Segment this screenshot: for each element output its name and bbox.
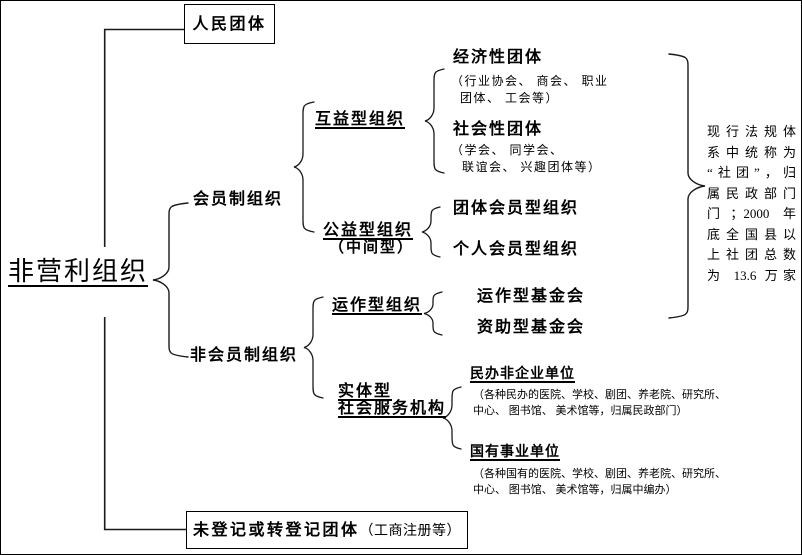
minban-units-note-1: （各种民办的医院、学校、剧团、养老院、研究所、: [473, 389, 726, 401]
shetuan-annotation: 现行法规体 系中统称为 “社团”，归 属民政部门 门；2000 年 底全国县以 …: [707, 122, 796, 286]
brace-operating: [423, 291, 443, 336]
brace-non-membership: [303, 296, 324, 399]
brace-root: [152, 202, 189, 358]
node-state-owned-units: 国有事业单位: [470, 445, 560, 460]
minban-units-note-2: 中心、 图书馆、 美术馆等，归属民政部门）: [473, 405, 688, 417]
annotation-line: 上社团总数: [707, 247, 796, 262]
unregistered-label: 未登记或转登记团体: [192, 521, 360, 539]
node-mutual-benefit: 互益型组织: [315, 111, 406, 128]
annotation-line: 为 13.6 万家: [707, 267, 796, 283]
annotation-line: 底全国县以: [707, 226, 796, 242]
node-box-people-groups: 人民团体: [184, 4, 275, 44]
economic-groups-note-1: （行业协会、 商会、 职业: [451, 74, 609, 88]
state-owned-units-note-2: 中心、 图书馆、 美术馆等，归属中编办）: [473, 484, 677, 496]
social-groups-note-1: （学会、 同学会、: [451, 143, 564, 157]
node-group-member-org: 团体会员型组织: [453, 200, 580, 217]
brace-membership: [293, 101, 315, 233]
people-groups-label: 人民团体: [192, 15, 267, 33]
annotation-line: “社团”，归: [707, 165, 796, 180]
node-grant-foundation: 资助型基金会: [477, 319, 586, 336]
node-individual-member-org: 个人会员型组织: [453, 241, 580, 258]
node-box-unregistered: 未登记或转登记团体（工商注册等）: [186, 511, 468, 549]
annotation-line: 属民政部门: [707, 185, 796, 201]
brace-mutual-benefit: [424, 68, 445, 174]
line-to-bottom-box: [103, 317, 186, 531]
node-minban-units: 民办非企业单位: [470, 367, 575, 382]
node-economic-groups: 经济性团体: [453, 49, 544, 66]
brace-shetuan-annotation: [668, 53, 706, 319]
node-membership: 会员制组织: [193, 191, 284, 208]
node-operating-type: 运作型组织: [332, 297, 423, 314]
unregistered-note: （工商注册等）: [359, 524, 461, 539]
node-public-benefit: 公益型组织: [323, 222, 414, 239]
state-owned-units-note-1: （各种国有的医院、学校、剧团、养老院、研究所、: [473, 468, 726, 480]
node-operating-foundation: 运作型基金会: [477, 288, 586, 305]
node-public-benefit-sub: （中间型）: [329, 240, 415, 256]
node-non-membership: 非会员制组织: [190, 347, 299, 364]
annotation-line: 现行法规体: [707, 124, 796, 139]
root-title: 非营利组织: [8, 257, 149, 286]
annotation-line: 门；2000 年: [707, 206, 796, 221]
line-to-top-box: [103, 28, 184, 247]
node-social-groups: 社会性团体: [453, 121, 544, 138]
brace-entity: [442, 386, 462, 450]
social-groups-note-2: 联谊会、 兴趣团体等）: [462, 160, 602, 174]
node-entity-line1: 实体型: [338, 383, 393, 400]
brace-public-benefit: [421, 206, 441, 258]
economic-groups-note-2: 团体、 工会等）: [460, 91, 560, 105]
node-entity-line2: 社会服务机构: [338, 400, 447, 417]
annotation-line: 系中统称为: [707, 144, 796, 160]
